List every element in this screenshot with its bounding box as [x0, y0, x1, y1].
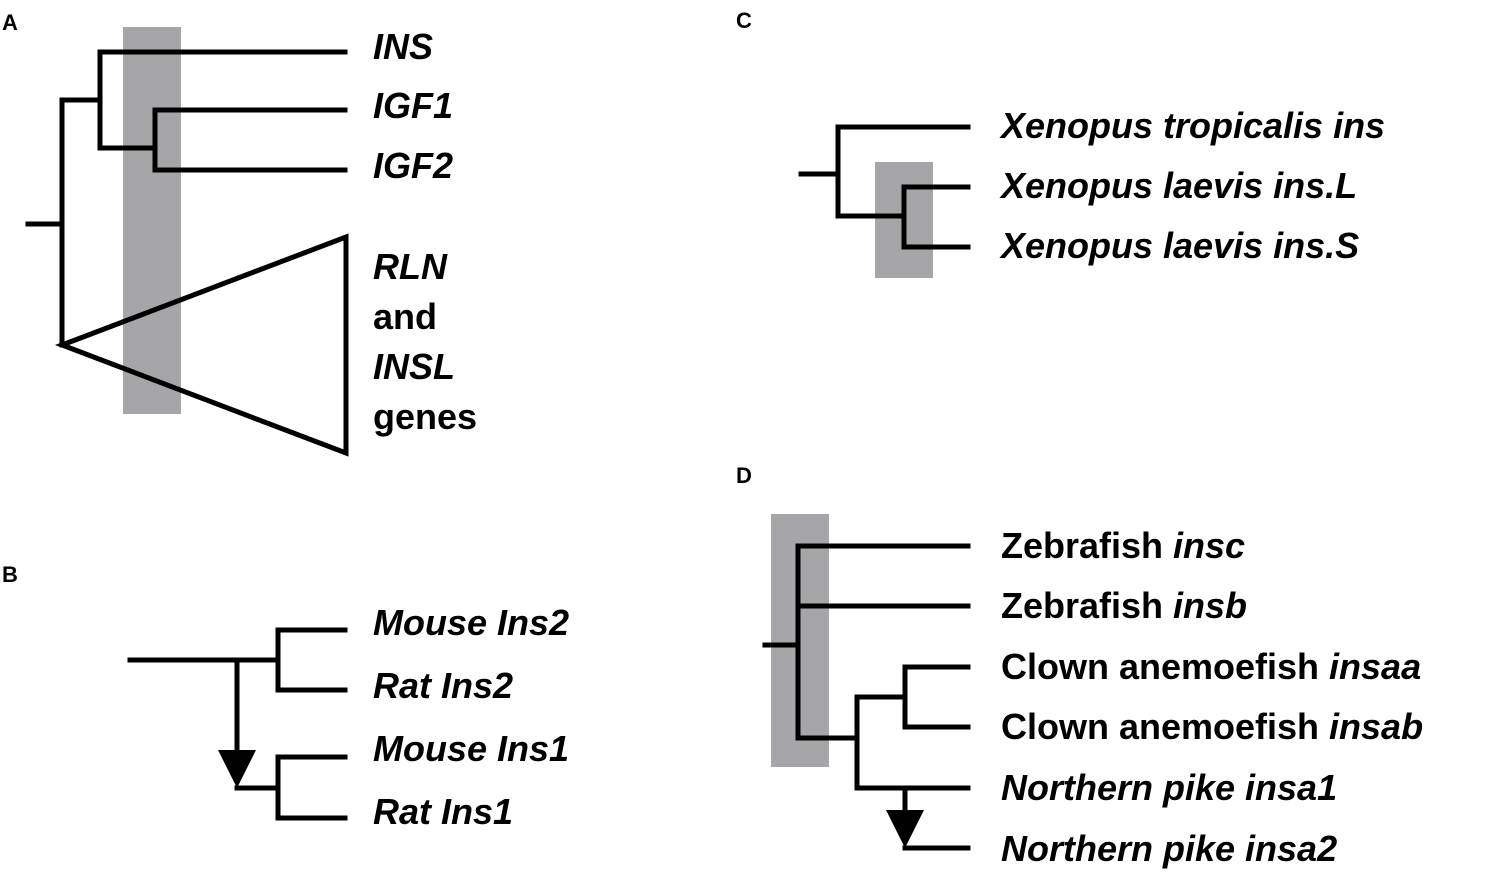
- panel-a-tree: [25, 49, 349, 457]
- panel-b-tip-mouse-ins2: Mouse Ins2: [373, 602, 569, 643]
- panel-b-transposition-arrowhead: [218, 750, 256, 788]
- panel-a-clade-label-and: and: [373, 296, 437, 337]
- panel-d-tip-pike-insa2: Northern pike insa2: [1001, 828, 1337, 869]
- panel-a-clade-label-rln: RLN: [373, 246, 448, 287]
- panel-d-tree: [762, 543, 971, 851]
- panel-d-letter: D: [736, 463, 752, 488]
- panel-a: A INS IGF1 IGF2 RLN and INSL genes: [2, 10, 477, 457]
- panel-a-tip-ins: INS: [373, 26, 433, 67]
- panel-a-tip-igf1: IGF1: [373, 85, 453, 126]
- panel-a-letter: A: [2, 10, 18, 35]
- panel-a-duplication-shading: [123, 27, 181, 414]
- panel-b-tip-mouse-ins1: Mouse Ins1: [373, 728, 569, 769]
- panel-b-tree: [127, 627, 348, 821]
- panel-d: D Zebrafish insc Zebrafish insb Clown an…: [736, 463, 1423, 869]
- panel-b-letter: B: [2, 562, 18, 587]
- panel-c-tip-laevis-s: Xenopus laevis ins.S: [999, 225, 1359, 266]
- panel-c-tip-tropicalis: Xenopus tropicalis ins: [999, 105, 1385, 146]
- panel-d-tip-clown-insaa: Clown anemoefish insaa: [1001, 646, 1421, 687]
- panel-a-tip-igf2: IGF2: [373, 145, 453, 186]
- panel-d-tip-pike-insa1: Northern pike insa1: [1001, 767, 1337, 808]
- panel-c-tree: [798, 124, 971, 250]
- panel-d-tip-zebrafish-insc: Zebrafish insc: [1001, 525, 1245, 566]
- panel-d-transposition-arrowhead: [886, 810, 924, 848]
- panel-a-collapsed-clade-triangle: [54, 233, 349, 457]
- panel-a-clade-label-insl: INSL: [373, 346, 455, 387]
- panel-b-tip-rat-ins1: Rat Ins1: [373, 791, 513, 832]
- panel-a-clade-label-genes: genes: [373, 396, 477, 437]
- panel-d-tip-zebrafish-insb: Zebrafish insb: [1001, 585, 1247, 626]
- panel-c-letter: C: [736, 8, 752, 33]
- panel-c: C Xenopus tropicalis ins Xenopus laevis …: [736, 8, 1385, 278]
- panel-b: B Mouse Ins2 Rat Ins2 Mouse Ins1 Rat Ins…: [2, 562, 569, 832]
- panel-c-tip-laevis-l: Xenopus laevis ins.L: [999, 165, 1357, 206]
- panel-d-tip-clown-insab: Clown anemoefish insab: [1001, 706, 1423, 747]
- panel-b-tip-rat-ins2: Rat Ins2: [373, 665, 513, 706]
